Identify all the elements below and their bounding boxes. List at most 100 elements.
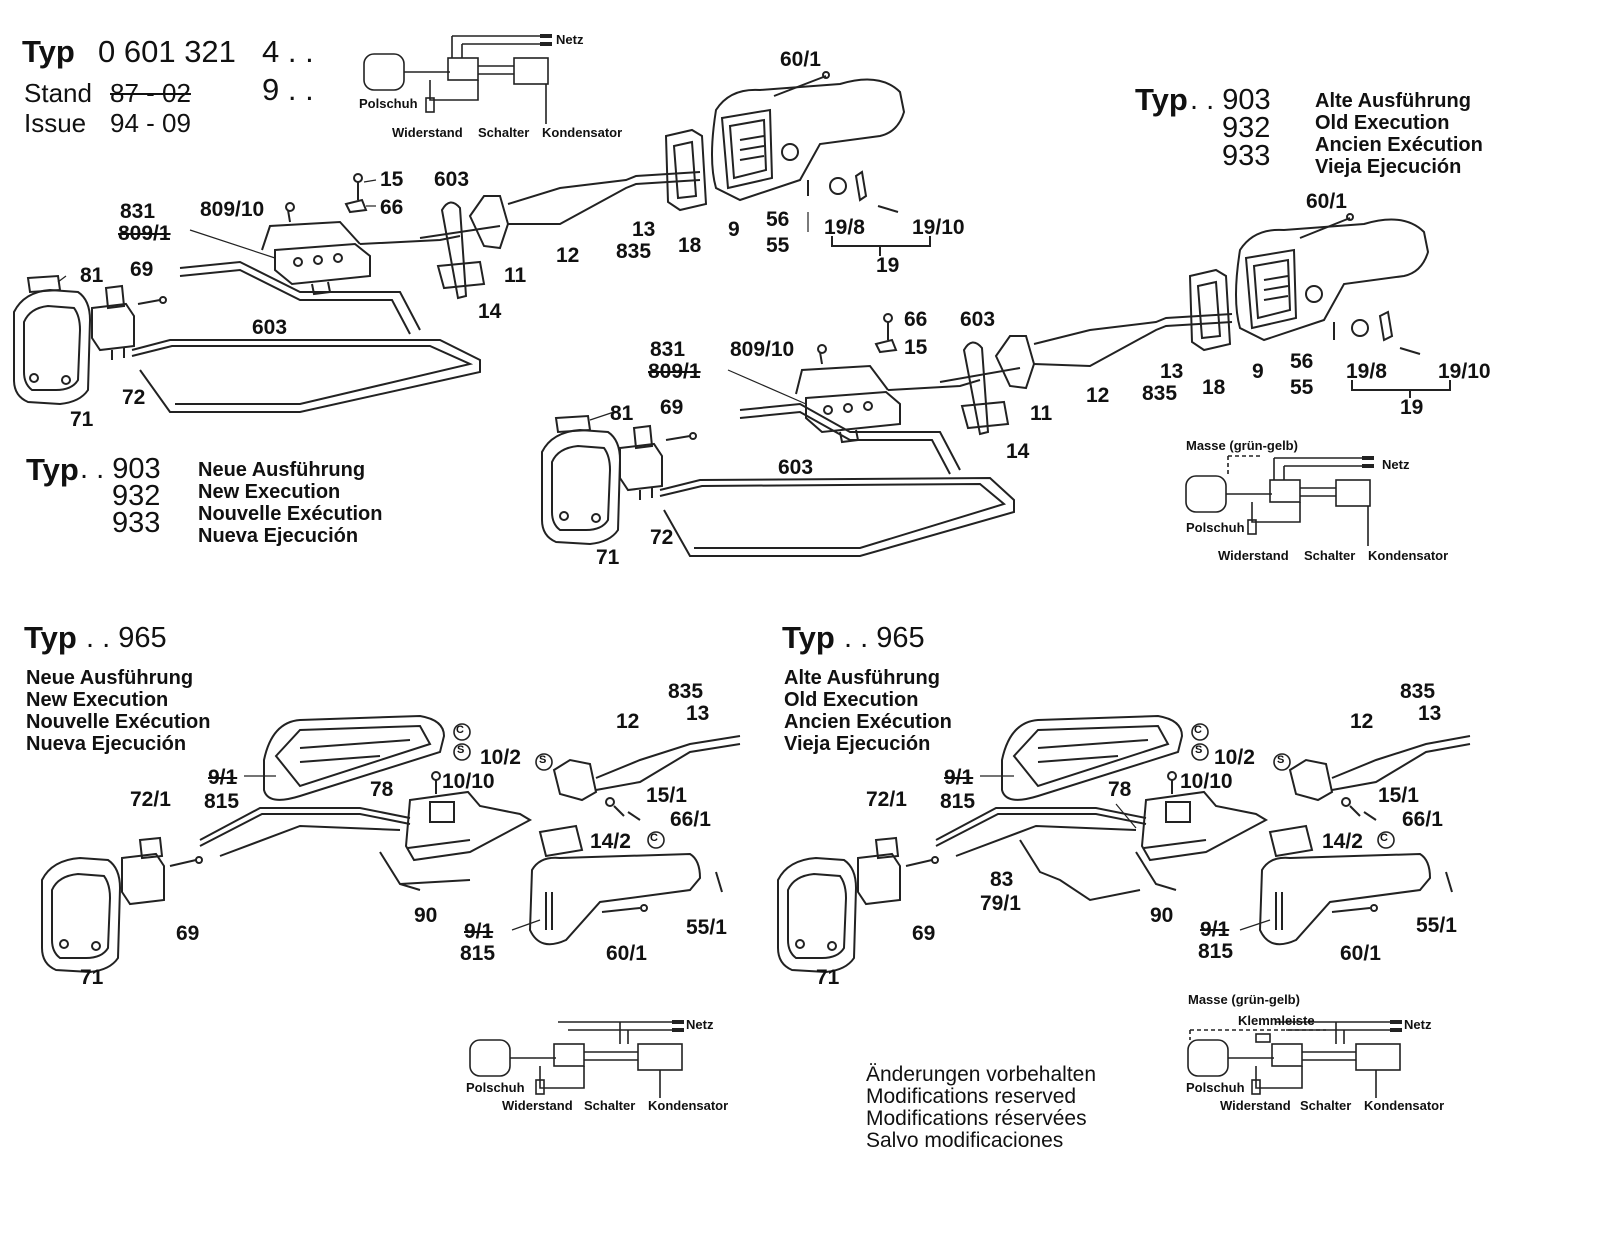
callout: 9/1: [944, 766, 974, 789]
callout: 90: [414, 904, 438, 927]
exec-old-es: Vieja Ejecución: [1315, 156, 1462, 178]
callout: 13: [686, 702, 710, 725]
typ-old-965-number: . . 965: [844, 622, 925, 654]
callout: 12: [616, 710, 640, 733]
callout: 19/10: [912, 216, 965, 239]
w2-schalter-label: Schalter: [1304, 548, 1356, 563]
callout: 19: [1400, 396, 1424, 419]
callout: 14: [478, 300, 502, 323]
typ-suffix-1: 4 . .: [262, 34, 314, 69]
callout: 809/10: [200, 198, 265, 221]
callout: 90: [1150, 904, 1174, 927]
callout: 809/1: [648, 360, 701, 383]
marker-s: S: [539, 754, 547, 766]
callout: 815: [204, 790, 240, 813]
w1-widerstand-label: Widerstand: [392, 125, 463, 140]
callout: 831: [650, 338, 686, 361]
exec-965-new-fr: Nouvelle Exécution: [26, 711, 211, 733]
typ-old-965-label: Typ: [782, 620, 835, 655]
callout: 71: [816, 966, 840, 989]
callout: 55: [1290, 376, 1314, 399]
wiring-schematic-3: [469, 1021, 683, 1098]
callout: 10/10: [442, 770, 495, 793]
callout: 71: [70, 408, 94, 431]
w2-widerstand-label: Widerstand: [1218, 548, 1289, 563]
callout: 9/1: [208, 766, 238, 789]
diagram-4: [777, 714, 1471, 974]
typ-new-903-n3: 933: [112, 507, 161, 539]
callout: 18: [1202, 376, 1226, 399]
callout: 19: [876, 254, 900, 277]
callout: 10/2: [1214, 746, 1255, 769]
callout: 12: [1086, 384, 1110, 407]
callout: 60/1: [1306, 190, 1347, 213]
w1-polschuh-label: Polschuh: [359, 96, 418, 111]
marker-c: C: [1380, 832, 1388, 844]
w4-schalter-label: Schalter: [1300, 1098, 1352, 1113]
mod-en: Modifications reserved: [866, 1085, 1077, 1108]
callout: 72/1: [866, 788, 907, 811]
callout: 56: [766, 208, 790, 231]
typ-old-903-n3: 933: [1222, 140, 1271, 172]
w2-polschuh-label: Polschuh: [1186, 520, 1245, 535]
issue-label: Issue: [24, 108, 87, 138]
w4-polschuh-label: Polschuh: [1186, 1080, 1245, 1095]
callout: 69: [130, 258, 154, 281]
callout: 815: [460, 942, 496, 965]
callout: 10/2: [480, 746, 521, 769]
callout: 603: [778, 456, 814, 479]
marker-c: C: [456, 724, 464, 736]
callout: 66/1: [1402, 808, 1443, 831]
callout: 72: [650, 526, 674, 549]
callout: 81: [610, 402, 634, 425]
callout: 66/1: [670, 808, 711, 831]
exec-965-new-es: Nueva Ejecución: [26, 733, 187, 755]
callout: 12: [1350, 710, 1374, 733]
callout: 55/1: [686, 916, 727, 939]
callout: 809/10: [730, 338, 795, 361]
callout: 55: [766, 234, 790, 257]
callout: 78: [370, 778, 394, 801]
exec-965-old-de: Alte Ausführung: [784, 667, 940, 689]
callout: 69: [912, 922, 936, 945]
exec-old-en: Old Execution: [1315, 112, 1450, 134]
exec-965-old-en: Old Execution: [784, 689, 919, 711]
callout: 13: [632, 218, 656, 241]
callout: 835: [1400, 680, 1436, 703]
exec-965-new-en: New Execution: [26, 689, 169, 711]
callout: 13: [1160, 360, 1184, 383]
callout: 72: [122, 386, 146, 409]
callout: 71: [80, 966, 104, 989]
w3-polschuh-label: Polschuh: [466, 1080, 525, 1095]
mod-fr: Modifications réservées: [866, 1107, 1087, 1130]
w3-schalter-label: Schalter: [584, 1098, 636, 1113]
callout: 81: [80, 264, 104, 287]
callout: 12: [556, 244, 580, 267]
w4-masse-label: Masse (grün-gelb): [1188, 992, 1300, 1007]
callout: 72/1: [130, 788, 171, 811]
callout: 78: [1108, 778, 1132, 801]
callout: 835: [616, 240, 652, 263]
callout: 15: [380, 168, 404, 191]
stand-value: 87 - 02: [110, 78, 191, 108]
callout: 15: [904, 336, 928, 359]
callout: 19/10: [1438, 360, 1491, 383]
callout: 14/2: [590, 830, 631, 853]
typ-number: 0 601 321: [98, 34, 236, 69]
callout: 815: [1198, 940, 1234, 963]
typ-old-903-n1: . . 903: [1190, 84, 1271, 116]
callout: 13: [1418, 702, 1442, 725]
typ-old-903-label: Typ: [1135, 82, 1188, 117]
callout: 19/8: [824, 216, 865, 239]
callout: 809/1: [118, 222, 171, 245]
exec-965-old-es: Vieja Ejecución: [784, 733, 931, 755]
exec-new-en: New Execution: [198, 481, 341, 503]
callout: 55/1: [1416, 914, 1457, 937]
callout: 60/1: [1340, 942, 1381, 965]
callout: 66: [380, 196, 404, 219]
issue-value: 94 - 09: [110, 108, 191, 138]
diagram-3: [41, 714, 741, 974]
w3-kondensator-label: Kondensator: [648, 1098, 729, 1113]
callout: 15/1: [646, 784, 687, 807]
w4-netz-label: Netz: [1404, 1017, 1432, 1032]
